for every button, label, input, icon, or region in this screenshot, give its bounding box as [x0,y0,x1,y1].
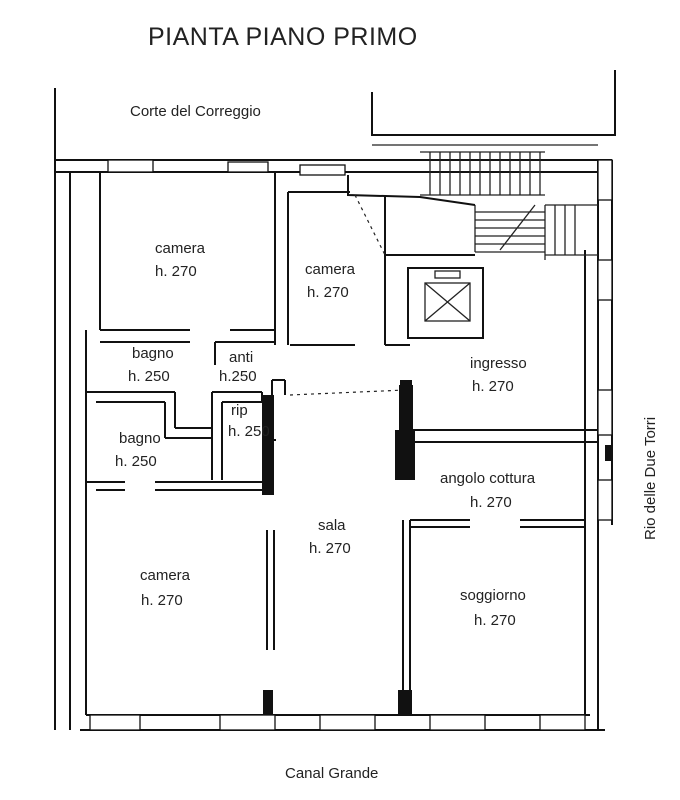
structural-columns [262,380,613,715]
room-height-bagno-2: h. 250 [115,453,157,470]
room-height-angolo-cottura: h. 270 [470,494,512,511]
room-height-ingresso: h. 270 [472,378,514,395]
room-name-camera-sw: camera [140,567,191,584]
room-height-bagno-1: h. 250 [128,368,170,385]
room-height-camera-nw: h. 270 [155,263,197,280]
room-name-bagno-2: bagno [119,430,161,447]
room-name-rip: rip [231,402,248,419]
room-name-angolo-cottura: angolo cottura [440,470,536,487]
room-name-ingresso: ingresso [470,355,527,372]
room-name-sala: sala [318,517,346,534]
room-height-camera-n: h. 270 [307,284,349,301]
label-rio-delle-due-torri: Rio delle Due Torri [642,417,659,540]
elevator-shaft [407,267,484,339]
room-name-camera-nw: camera [155,240,206,257]
staircase [372,144,598,260]
windows [89,159,613,731]
room-name-soggiorno: soggiorno [460,587,526,604]
room-name-bagno-1: bagno [132,345,174,362]
room-height-rip: h. 250 [228,423,270,440]
room-height-anti: h.250 [219,368,257,385]
room-height-soggiorno: h. 270 [474,612,516,629]
landing [347,175,476,345]
room-name-anti: anti [229,349,253,366]
room-height-sala: h. 270 [309,540,351,557]
room-height-camera-sw: h. 270 [141,592,183,609]
label-canal-grande: Canal Grande [285,765,378,782]
plan-title: PIANTA PIANO PRIMO [148,23,418,51]
room-name-camera-n: camera [305,261,356,278]
label-corte-del-correggio: Corte del Correggio [130,103,261,120]
